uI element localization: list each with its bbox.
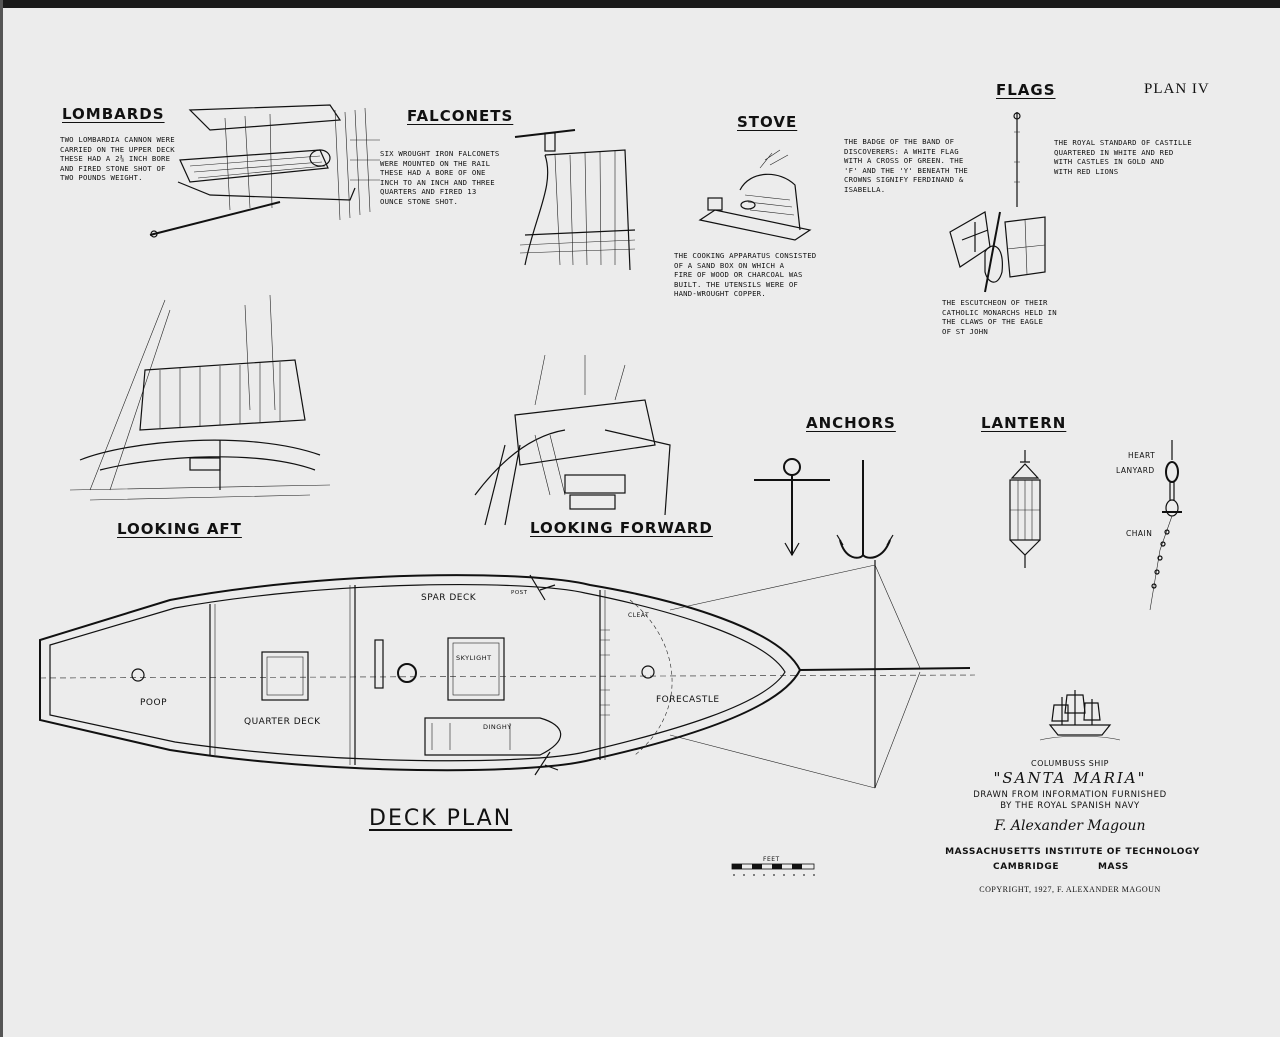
falconets-note: Six wrought iron falconets were mounted … (380, 149, 500, 206)
looking-aft-sketch (69, 294, 331, 501)
plate-number: PLAN IV (1144, 81, 1210, 97)
deck-label-cleat: CLEAT (628, 612, 650, 619)
flags-sketch (949, 112, 1046, 293)
stove-heading: STOVE (737, 113, 798, 131)
sheet-left-edge (0, 0, 3, 1037)
title-line-4: BY THE ROYAL SPANISH NAVY (1000, 801, 1140, 811)
lantern-drawing (1009, 450, 1041, 568)
scale-label: FEET (763, 856, 780, 863)
lantern-rigging (1149, 440, 1182, 611)
lantern-heading: LANTERN (981, 414, 1067, 432)
lantern-chain-label: CHAIN (1126, 529, 1153, 538)
title-line-3: DRAWN FROM INFORMATION FURNISHED (973, 790, 1167, 800)
lombards-note: Two Lombardia cannon were carried on the… (60, 135, 175, 183)
looking-aft-heading: LOOKING AFT (117, 520, 242, 538)
anchor-side-view (836, 460, 894, 559)
deck-label-spar-deck: SPAR DECK (421, 593, 477, 603)
deck-plan-drawing (39, 560, 976, 789)
falconets-sketch (514, 129, 636, 271)
looking-forward-heading: LOOKING FORWARD (530, 519, 713, 537)
deck-label-dinghy: DINGHY (483, 723, 512, 731)
signature: F. Alexander Magoun (994, 818, 1146, 834)
deck-label-poop: POOP (140, 698, 168, 708)
flags-escutcheon-note: The escutcheon of their catholic monarch… (942, 298, 1057, 336)
lombards-sketch (149, 104, 380, 238)
lombards-heading: LOMBARDS (62, 105, 165, 123)
stove-sketch (698, 149, 812, 241)
deck-label-post: POST (511, 590, 528, 596)
anchor-front-view (754, 458, 830, 557)
anchors-heading: ANCHORS (806, 414, 896, 432)
lantern-heart-label: HEART (1128, 451, 1156, 460)
deck-label-skylight: SKYLIGHT (456, 654, 492, 662)
scale-bar (731, 863, 815, 876)
deck-label-forecastle: FORECASTLE (656, 695, 720, 705)
falconets-heading: FALCONETS (407, 107, 514, 125)
deck-label-quarter-deck: QUARTER DECK (244, 717, 321, 727)
stove-note: The cooking apparatus consisted of a san… (674, 251, 817, 299)
lantern-lanyard-label: LANYARD (1116, 466, 1155, 475)
looking-forward-sketch (474, 354, 671, 526)
title-ship-name: "SANTA MARIA" (993, 769, 1147, 787)
institute-name: MASSACHUSETTS INSTITUTE OF TECHNOLOGY (945, 847, 1200, 857)
institute-city: CAMBRIDGE (993, 862, 1060, 872)
flags-badge-note: The badge of the band of discoverers: a … (844, 137, 969, 194)
ship-vignette (1039, 690, 1121, 741)
flags-standard-note: The royal standard of Castille quartered… (1054, 138, 1192, 176)
deck-plan-heading: DECK PLAN (369, 806, 513, 831)
institute-state: MASS (1098, 862, 1129, 872)
copyright: COPYRIGHT, 1927, F. ALEXANDER MAGOUN (979, 885, 1161, 894)
flags-heading: FLAGS (996, 81, 1056, 99)
sheet-top-edge (0, 0, 1280, 8)
title-line-1: COLUMBUSS SHIP (1030, 759, 1110, 768)
